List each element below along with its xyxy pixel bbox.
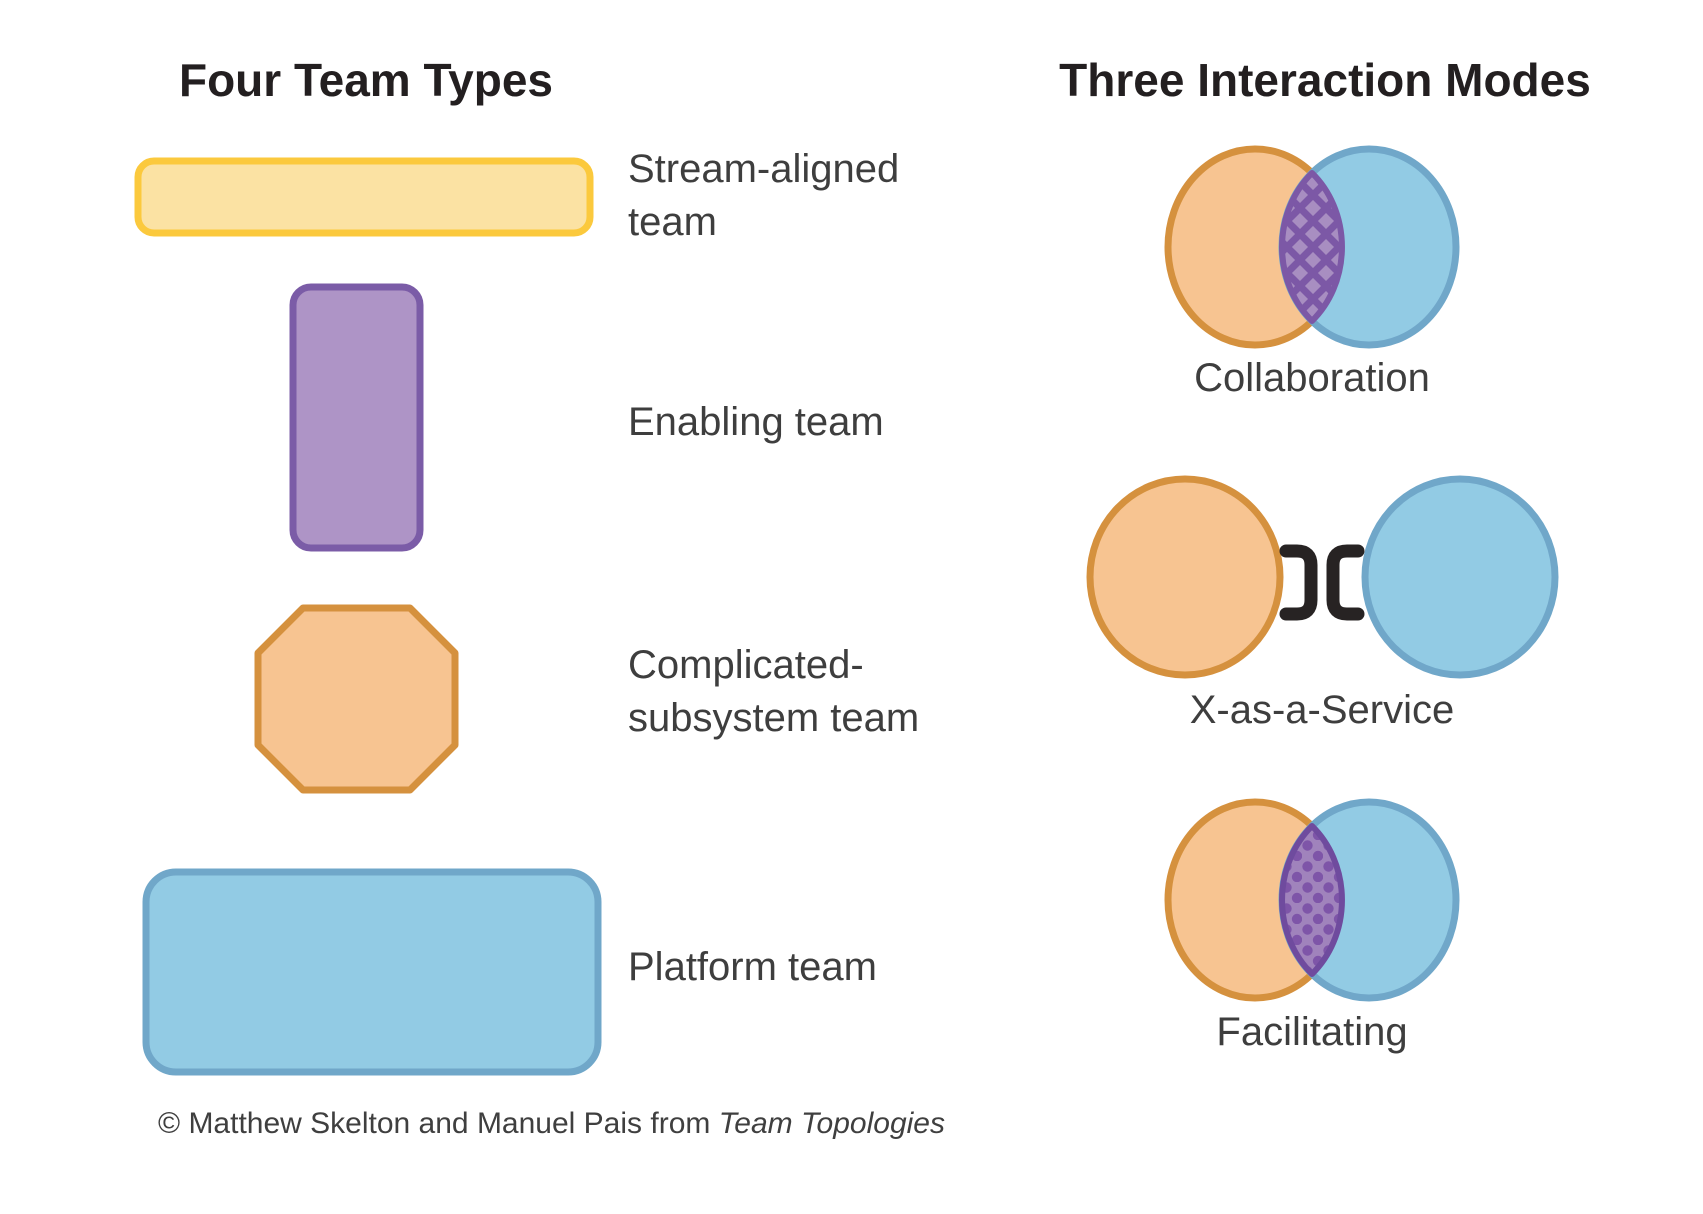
xaas-orange-circle	[1086, 475, 1284, 679]
facilitating-label: Facilitating	[1216, 1010, 1408, 1054]
service-interface-left-bracket	[1279, 544, 1318, 621]
three-interaction-modes-title: Three Interaction Modes	[1059, 54, 1591, 106]
complicated-subsystem-label-line2: subsystem team	[628, 696, 920, 740]
collaboration-label: Collaboration	[1194, 356, 1430, 400]
service-interface-icon	[1279, 544, 1365, 621]
complicated-subsystem-team-label: Complicated-subsystem team	[628, 639, 919, 745]
collaboration-overlap-crosshatch-pattern	[1279, 170, 1345, 324]
facilitating-overlap-dots-pattern	[1279, 823, 1345, 977]
xaas-label: X-as-a-Service	[1189, 688, 1455, 732]
xaas-blue-circle	[1361, 475, 1559, 679]
stream-aligned-team-shape	[134, 157, 594, 237]
enabling-team-shape	[289, 283, 424, 552]
service-interface-right-bracket	[1326, 544, 1365, 621]
enabling-team-label: Enabling team	[628, 400, 884, 444]
complicated-subsystem-label-line1: Complicated-	[628, 643, 864, 687]
platform-team-shape	[142, 868, 602, 1076]
stream-aligned-team-label-line2: team	[628, 200, 717, 244]
complicated-subsystem-team-shape	[254, 604, 459, 794]
four-team-types-title: Four Team Types	[178, 54, 554, 106]
stream-aligned-team-label-line1: Stream-aligned	[628, 147, 900, 191]
stream-aligned-team-label: Stream-aligned team	[628, 143, 899, 249]
platform-team-label: Platform team	[628, 945, 877, 989]
book-title-text: Team Topologies	[718, 1107, 945, 1140]
copyright-line: © Matthew Skelton and Manuel Pais from T…	[158, 1105, 945, 1143]
copyright-text: © Matthew Skelton and Manuel Pais from	[158, 1107, 719, 1140]
